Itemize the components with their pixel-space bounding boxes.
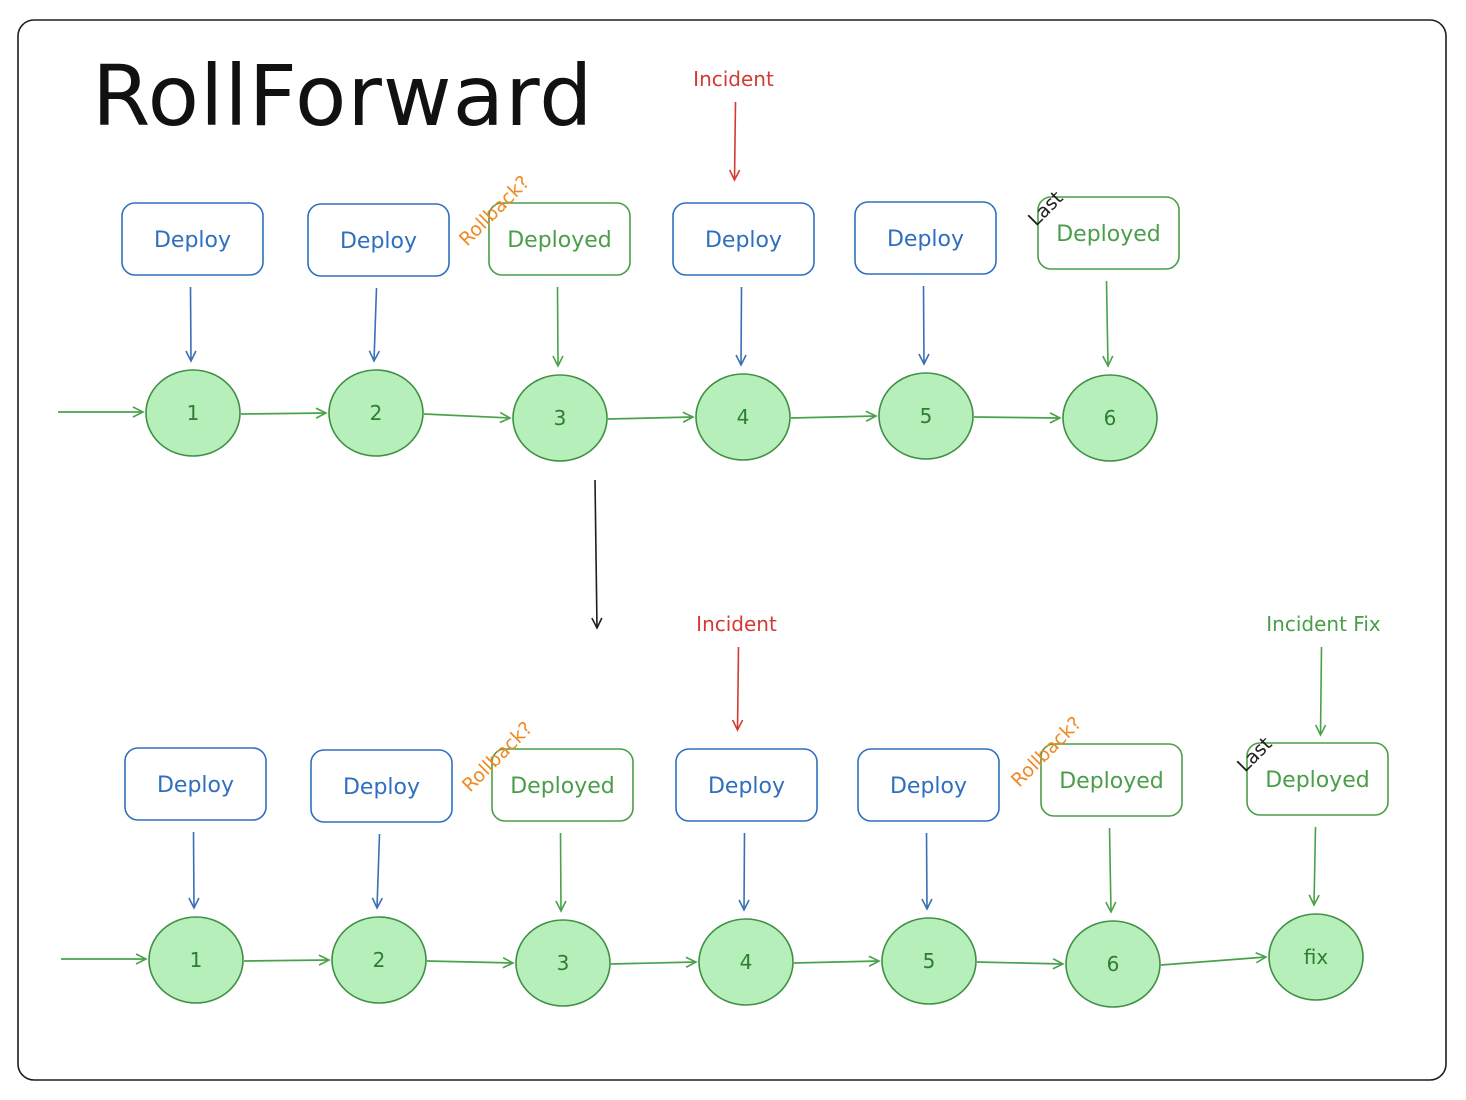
node-flow-arrow bbox=[610, 956, 698, 968]
incident-arrow bbox=[728, 101, 741, 182]
deploy-box bbox=[307, 203, 450, 277]
deployed-label: Deployed bbox=[507, 228, 612, 253]
deploy-label: Deploy bbox=[705, 228, 782, 253]
node-flow-arrow bbox=[1160, 952, 1268, 966]
node-flow-arrow bbox=[423, 411, 512, 424]
timeline-node bbox=[1062, 374, 1158, 462]
node-flow-arrow bbox=[976, 958, 1065, 970]
diagram-title: RollForward bbox=[92, 47, 593, 145]
node-label: fix bbox=[1304, 945, 1329, 969]
deploy-label: Deploy bbox=[343, 775, 420, 800]
node-flow-arrow bbox=[243, 954, 331, 966]
deploy-label: Deploy bbox=[708, 774, 785, 799]
node-flow-arrow bbox=[240, 407, 328, 419]
node-label: 2 bbox=[370, 401, 383, 425]
timeline-node bbox=[698, 918, 794, 1006]
deployed-box bbox=[1040, 743, 1183, 817]
node-label: 4 bbox=[740, 950, 753, 974]
box-to-node-arrow bbox=[918, 285, 930, 366]
deployed-box bbox=[1037, 196, 1180, 270]
node-flow-arrow bbox=[607, 411, 695, 423]
incident-label: Incident bbox=[696, 612, 777, 636]
timeline-node bbox=[328, 369, 424, 457]
node-flow-arrow bbox=[973, 412, 1062, 424]
box-to-node-arrow bbox=[921, 832, 933, 911]
deploy-box bbox=[857, 748, 1000, 822]
timeline-node bbox=[881, 917, 977, 1005]
incident-fix-label: Incident Fix bbox=[1266, 612, 1381, 636]
node-flow-arrow bbox=[426, 957, 515, 969]
box-to-node-arrow bbox=[1105, 827, 1117, 914]
node-label: 5 bbox=[923, 949, 936, 973]
timeline-node bbox=[1268, 913, 1364, 1001]
box-to-node-arrow bbox=[735, 286, 747, 367]
deploy-label: Deploy bbox=[154, 228, 231, 253]
timeline-node bbox=[878, 372, 974, 460]
box-to-node-arrow bbox=[188, 831, 200, 910]
node-label: 6 bbox=[1104, 406, 1117, 430]
deploy-box bbox=[124, 747, 267, 821]
node-flow-arrow bbox=[793, 955, 881, 967]
deployed-label: Deployed bbox=[510, 774, 615, 799]
node-label: 2 bbox=[373, 948, 386, 972]
deployed-label: Deployed bbox=[1059, 769, 1164, 794]
deployed-label: Deployed bbox=[1056, 222, 1161, 247]
timeline-node bbox=[145, 369, 241, 457]
node-flow-arrow bbox=[790, 410, 878, 422]
box-to-node-arrow bbox=[1102, 280, 1114, 368]
box-to-node-arrow bbox=[371, 833, 384, 910]
incident-label: Incident bbox=[693, 67, 774, 91]
node-label: 3 bbox=[557, 951, 570, 975]
box-to-node-arrow bbox=[552, 286, 564, 368]
timeline-node bbox=[331, 916, 427, 1004]
deploy-label: Deploy bbox=[890, 774, 967, 799]
node-label: 6 bbox=[1107, 952, 1120, 976]
deploy-box bbox=[675, 748, 818, 822]
deploy-box bbox=[854, 201, 997, 275]
transition-arrow bbox=[591, 479, 603, 630]
node-label: 4 bbox=[737, 405, 750, 429]
deploy-label: Deploy bbox=[887, 227, 964, 252]
node-label: 1 bbox=[190, 948, 203, 972]
box-to-node-arrow bbox=[185, 286, 197, 363]
box-to-node-arrow bbox=[1308, 826, 1320, 907]
deployed-box bbox=[488, 202, 631, 276]
deploy-box bbox=[310, 749, 453, 823]
box-to-node-arrow bbox=[555, 832, 567, 913]
deploy-box bbox=[672, 202, 815, 276]
node-label: 1 bbox=[187, 401, 200, 425]
timeline-node bbox=[515, 919, 611, 1007]
box-to-node-arrow bbox=[738, 832, 750, 912]
node-label: 5 bbox=[920, 404, 933, 428]
deploy-label: Deploy bbox=[157, 773, 234, 798]
node-label: 3 bbox=[554, 406, 567, 430]
box-to-node-arrow bbox=[368, 287, 381, 363]
deployed-label: Deployed bbox=[1265, 768, 1370, 793]
deployed-box bbox=[491, 748, 634, 822]
timeline-node bbox=[148, 916, 244, 1004]
deploy-label: Deploy bbox=[340, 229, 417, 254]
incident-arrow bbox=[731, 646, 744, 732]
deployed-box bbox=[1246, 742, 1389, 816]
timeline-node bbox=[1065, 920, 1161, 1008]
timeline-node bbox=[512, 374, 608, 462]
incident-fix-arrow bbox=[1314, 646, 1327, 737]
timeline-node bbox=[695, 373, 791, 461]
deploy-box bbox=[121, 202, 264, 276]
